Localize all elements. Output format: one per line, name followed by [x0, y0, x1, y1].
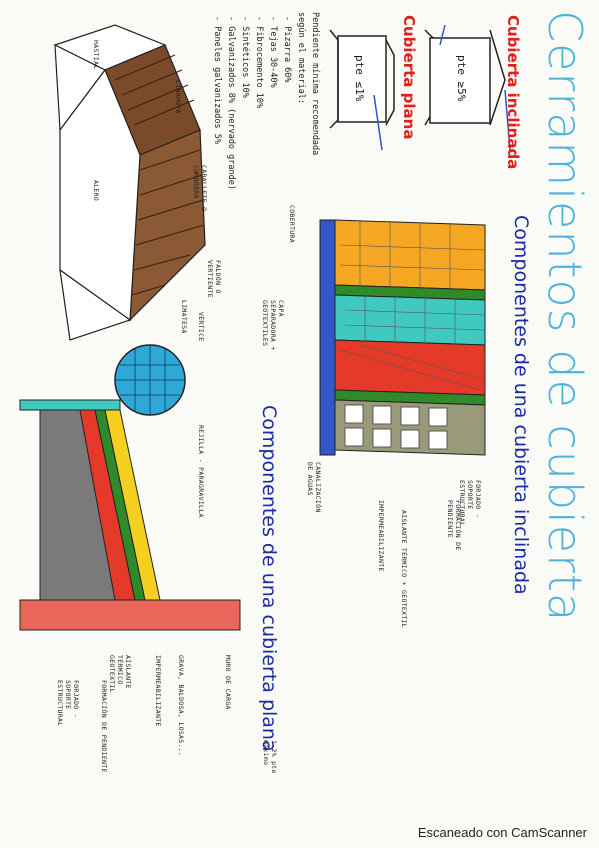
page-title: Cerramientos de cubierta: [538, 10, 592, 623]
inclinada-label-aislante: AISLANTE TÉRMICO + GEOTEXTIL: [400, 510, 408, 628]
notes-item: - Tejas 30-40%: [268, 16, 278, 88]
notes-item: - Sintéticos 10%: [240, 16, 250, 98]
roof-label-hastial: HASTIAL: [92, 40, 100, 70]
roof-label-caballete: CABALLETE O CUMBRERA: [192, 165, 208, 212]
roof-label-faldon: FALDÓN O VERTIENTE: [206, 260, 222, 298]
plana-label-pendiente-note: 1-2% pte máximo: [262, 740, 278, 774]
scanner-footer: Escaneado con CamScanner: [417, 825, 587, 840]
notes-item: - Pizarra 60%: [282, 16, 292, 83]
heading-cubierta-inclinada: Cubierta inclinada: [504, 15, 522, 170]
flat-roof-section: [19, 344, 241, 631]
plana-label-forjado: FORJADO - SOPORTE ESTRUCTURAL: [56, 680, 80, 727]
plana-label-rejilla: REJILLA - PARAGRAVILLA: [197, 425, 205, 518]
notes-item: - Galvanizados 8% (nervado grande): [226, 16, 236, 190]
roof-drawing: [53, 24, 206, 341]
roof-label-limahoya: LIMAHOYA: [174, 80, 182, 114]
roof-label-vertice: VÉRTICE: [197, 312, 205, 342]
plana-label-impermeabilizante: IMPERMEABILIZANTE: [154, 655, 162, 727]
notes-subheading: según el material:: [296, 12, 306, 105]
plana-components-title: Componentes de una cubierta plana: [258, 405, 280, 752]
notes-heading: Pendiente mínima recomendada: [310, 12, 320, 156]
slope-label-inclinada: pte ≥5%: [455, 55, 468, 102]
notes-item: - Fibrocemento 10%: [254, 16, 264, 109]
roof-label-limatesa: LIMATESA: [180, 300, 188, 334]
plana-label-formacion: FORMACIÓN DE PENDIENTE: [100, 680, 108, 773]
plana-label-aislante: AISLANTE TÉRMICO GEOTEXTIL: [108, 655, 132, 693]
inclinada-components-title: Componentes de una cubierta inclinada: [510, 215, 532, 595]
slope-diagram-inclinada: [424, 24, 511, 151]
roof-label-alero: ALERO: [92, 180, 100, 202]
inclinada-label-impermeabilizante: IMPERMEABILIZANTE: [377, 500, 385, 572]
plana-label-grava: GRAVA, BALDOSA, LOSAS...: [177, 655, 185, 757]
inclinada-label-capa-separadora: CAPA SEPARADORA + GEOTEXTILES: [261, 300, 285, 351]
inclinada-label-cobertura: COBERTURA: [288, 205, 296, 243]
inclinada-label-formacion: FORMACIÓN DE PENDIENTE: [446, 500, 462, 551]
slope-diagram-plana: [329, 29, 395, 151]
slope-label-plana: pte ≤1%: [353, 55, 366, 102]
inclinada-label-canalizacion: CANALIZACIÓN DE AGUAS: [306, 462, 322, 513]
inclined-layers: [319, 219, 486, 456]
heading-cubierta-plana: Cubierta plana: [400, 15, 418, 140]
notes-item: - Paneles galvanizados 5%: [212, 16, 222, 144]
plana-label-muro: MURO DE CARGA: [224, 655, 232, 710]
